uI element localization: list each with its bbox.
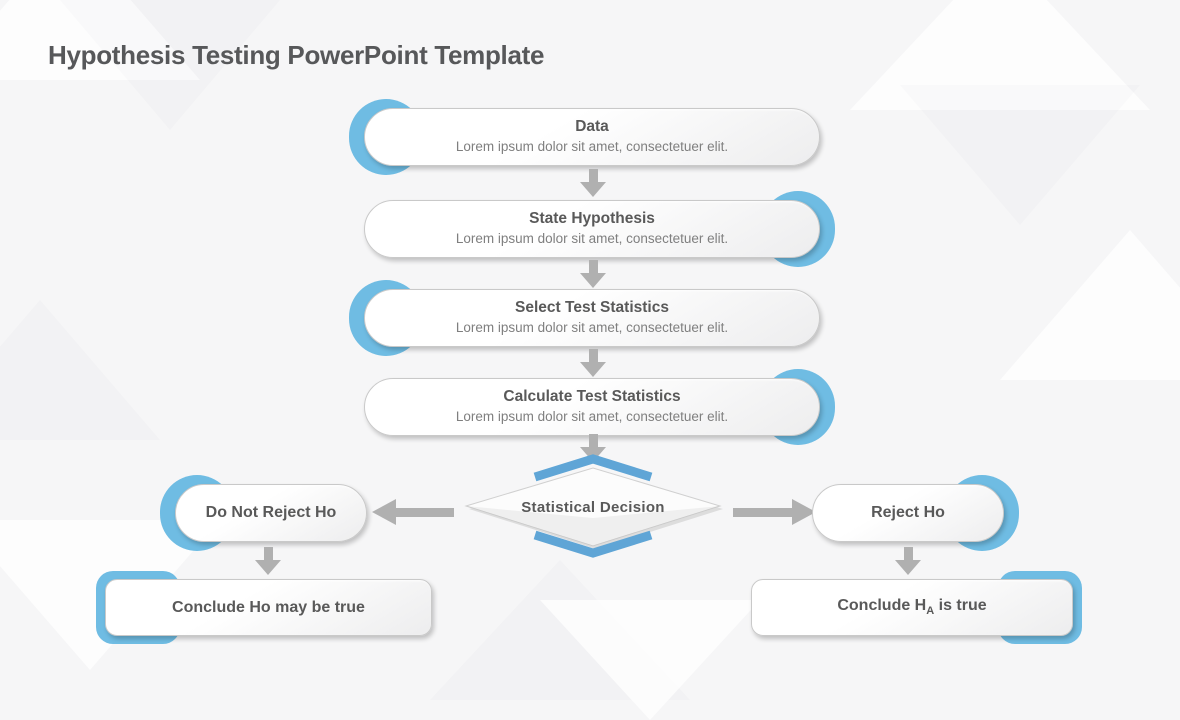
down-arrow-icon [580, 349, 606, 377]
outcome-box-do-not-reject: Do Not Reject Ho [160, 475, 367, 551]
diamond-top-chevron-shape [533, 454, 653, 482]
conclusion-text-suffix: is true [934, 597, 987, 615]
conclusion-box-left: Conclude Ho may be true [96, 571, 432, 644]
decision-label: Statistical Decision [521, 499, 665, 516]
step-box-state-hypothesis: State Hypothesis Lorem ipsum dolor sit a… [364, 191, 835, 267]
background-triangle-decoration [900, 85, 1140, 225]
down-arrow-icon [895, 547, 921, 575]
outcome-label: Reject Ho [871, 504, 945, 521]
step-description: Lorem ipsum dolor sit amet, consectetuer… [455, 408, 729, 424]
decision-diamond: Statistical Decision [464, 454, 723, 558]
branch-right-arrow-icon [733, 499, 816, 525]
down-arrow-icon [580, 260, 606, 288]
step-box-calculate-test-statistics: Calculate Test Statistics Lorem ipsum do… [364, 369, 835, 445]
diamond-shading-shape [466, 506, 720, 546]
slide-canvas: Hypothesis Testing PowerPoint Template D… [0, 40, 1180, 644]
background-triangle-decoration [0, 300, 160, 440]
step-box-select-test-statistics: Select Test Statistics Lorem ipsum dolor… [349, 280, 820, 356]
conclusion-text-prefix: Conclude H [837, 597, 927, 615]
down-arrow-icon [580, 169, 606, 197]
page-title: Hypothesis Testing PowerPoint Template [48, 40, 545, 70]
conclusion-box-right: Conclude HA is true [751, 571, 1082, 644]
outcome-box-reject: Reject Ho [812, 475, 1019, 551]
step-description: Lorem ipsum dolor sit amet, consectetuer… [455, 138, 729, 154]
step-title: Select Test Statistics [515, 299, 669, 317]
step-title: State Hypothesis [529, 210, 655, 228]
branch-left-arrow-icon [372, 499, 454, 525]
step-title: Data [575, 118, 609, 136]
conclusion-subscript: A [926, 605, 935, 618]
background-triangle-decoration [1000, 230, 1180, 380]
outcome-label: Do Not Reject Ho [205, 504, 337, 521]
step-box-data: Data Lorem ipsum dolor sit amet, consect… [349, 99, 820, 175]
conclusion-label: Conclude Ho may be true [172, 598, 365, 616]
diamond-face-shape [464, 467, 722, 547]
step-title: Calculate Test Statistics [503, 388, 681, 406]
conclusion-label: Conclude HA is true [837, 597, 986, 617]
diamond-bottom-chevron-shape [533, 530, 653, 558]
down-arrow-icon [255, 547, 281, 575]
step-description: Lorem ipsum dolor sit amet, consectetuer… [455, 230, 729, 246]
step-description: Lorem ipsum dolor sit amet, consectetuer… [455, 319, 729, 335]
